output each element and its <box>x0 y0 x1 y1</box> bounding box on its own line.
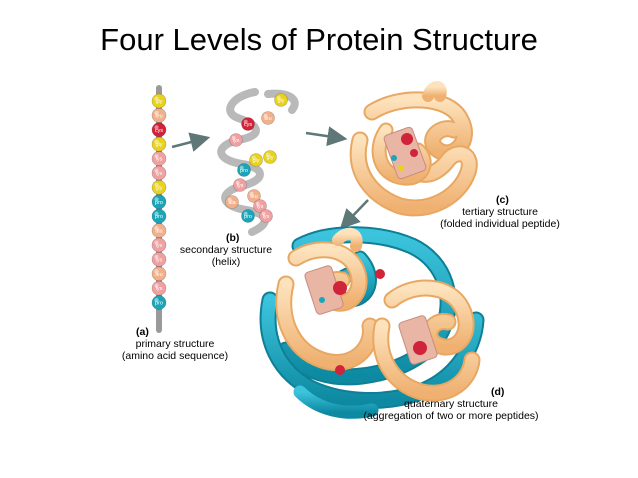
helix-residue-label: lys <box>237 183 244 189</box>
helix-residue: ala <box>225 195 239 209</box>
caption-secondary-line2: (helix) <box>211 256 241 268</box>
primary-residue-label: gly <box>155 99 162 105</box>
helix-residue-label: lys <box>263 214 270 220</box>
caption-secondary-tag: (b) <box>226 232 240 244</box>
primary-residue: gly <box>151 180 167 195</box>
helix-residue: leu <box>261 111 275 125</box>
primary-residue-label: leu <box>155 272 162 278</box>
primary-residue: lys <box>151 252 167 267</box>
primary-residue-label: gly <box>155 142 162 148</box>
helix-residue: gly <box>249 153 263 167</box>
helix-tail <box>264 89 299 114</box>
caption-quaternary-line2: (aggregation of two or more peptides) <box>363 410 539 422</box>
caption-quaternary: (d) quaternary structure (aggregation of… <box>345 386 557 422</box>
helix-residue-label: pro <box>244 214 252 220</box>
primary-residue-label: pro <box>155 301 163 307</box>
primary-residue: ala <box>151 223 167 238</box>
helix-residue: cys <box>241 117 255 131</box>
arrow-tertiary-to-quaternary <box>339 199 369 230</box>
caption-quaternary-tag: (d) <box>491 386 505 398</box>
helix-residue-label: lys <box>233 138 240 144</box>
primary-residue-label: cys <box>155 128 164 134</box>
helix-residue-label: leu <box>264 116 271 122</box>
helix-residue-label: cys <box>244 122 253 128</box>
arrow-primary-to-secondary <box>171 132 211 152</box>
primary-residue-label: ala <box>155 229 163 235</box>
primary-residue: pro <box>151 208 167 224</box>
helix-residue: pro <box>237 163 251 177</box>
primary-chain: gly leu cys gly lys lys gly pro pro ala lys lys leu l… <box>151 85 167 333</box>
quaternary-structure <box>259 226 485 419</box>
helix-residue-label: gly <box>266 155 273 161</box>
primary-residue-label: lys <box>156 171 163 177</box>
helix-residue: gly <box>274 93 288 107</box>
primary-residue: leu <box>151 108 167 123</box>
caption-secondary: (b) secondary structure (helix) <box>168 232 284 268</box>
helix-residue-label: gly <box>252 158 259 164</box>
helix-residue-label: ala <box>228 200 236 206</box>
tertiary-structure <box>349 81 478 217</box>
slide-title: Four Levels of Protein Structure <box>100 22 538 57</box>
primary-residue: pro <box>151 295 167 310</box>
primary-residue-label: lys <box>156 243 163 249</box>
caption-secondary-line1: secondary structure <box>179 244 273 256</box>
primary-residue: cys <box>151 122 167 138</box>
primary-residue-label: lys <box>156 286 163 292</box>
helix-residue: pro <box>241 209 255 223</box>
primary-residue-label: lys <box>156 157 163 163</box>
primary-residue-label: leu <box>155 113 162 119</box>
caption-tertiary: (c) tertiary structure (folded individua… <box>426 194 574 230</box>
primary-residue: lys <box>151 165 167 181</box>
primary-residue: lys <box>151 151 167 166</box>
caption-primary-line1: primary structure <box>135 338 215 350</box>
caption-primary-line2: (amino acid sequence) <box>121 350 229 362</box>
primary-residue-label: gly <box>155 185 162 191</box>
caption-primary-tag: (a) <box>136 326 149 338</box>
helix-residue-label: lys <box>257 204 264 210</box>
helix-residue: lys <box>229 133 243 147</box>
helix-residue: lys <box>259 209 273 223</box>
primary-residues: gly leu cys gly lys lys gly pro pro ala lys lys leu l… <box>151 93 167 310</box>
caption-tertiary-tag: (c) <box>496 194 509 206</box>
helix-residue-label: gly <box>277 98 284 104</box>
helix-residue: gly <box>263 150 277 164</box>
primary-residue: gly <box>151 93 167 109</box>
helix-residue-label: leu <box>250 194 257 200</box>
helix-residue-label: pro <box>240 168 248 174</box>
caption-tertiary-line2: (folded individual peptide) <box>440 218 560 230</box>
caption-tertiary-line1: tertiary structure <box>462 206 538 218</box>
primary-residue: lys <box>151 237 167 253</box>
helix-residue: lys <box>233 178 247 192</box>
primary-residue: pro <box>151 194 167 210</box>
primary-residue: leu <box>151 266 167 282</box>
caption-primary: (a) primary structure (amino acid sequen… <box>100 326 250 362</box>
primary-residue: lys <box>151 280 167 296</box>
arrow-secondary-to-tertiary <box>305 126 348 147</box>
caption-quaternary-line1: quaternary structure <box>404 398 498 410</box>
helix-residue: lys <box>253 199 267 213</box>
primary-residue-label: lys <box>156 257 163 263</box>
primary-residue-label: pro <box>155 214 163 220</box>
helix-residue: leu <box>247 189 261 203</box>
primary-residue-label: pro <box>155 200 163 206</box>
primary-residue: gly <box>151 136 167 152</box>
